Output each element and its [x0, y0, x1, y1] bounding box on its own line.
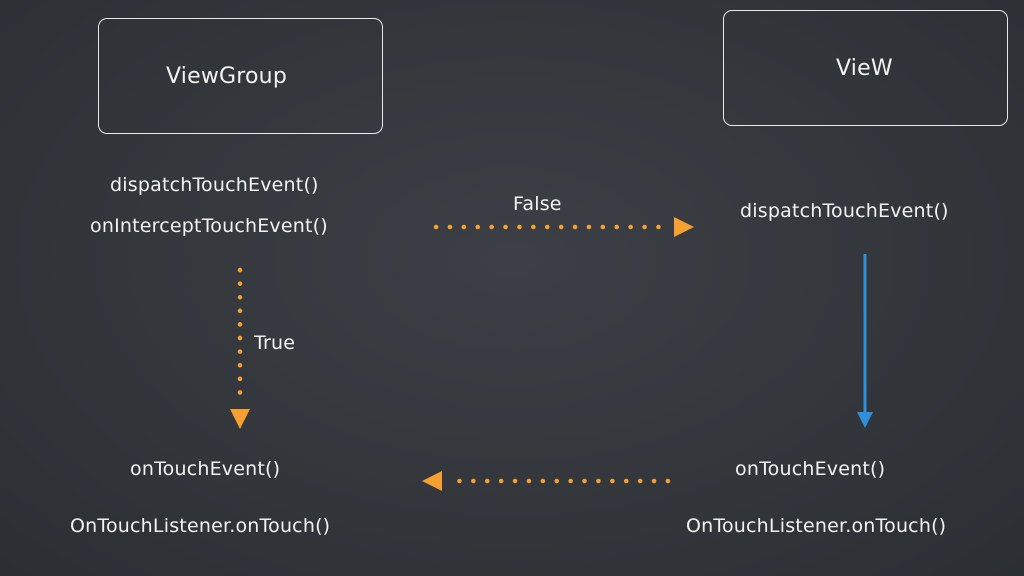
true-edge-label: True: [254, 332, 296, 354]
false-dotted-arrow: [433, 217, 694, 237]
view-title: VieW: [836, 56, 893, 81]
view-solid-arrow: [857, 254, 873, 428]
view-dispatch-touch-event: dispatchTouchEvent(): [740, 200, 949, 222]
view-on-touch-listener: OnTouchListener.onTouch(): [686, 515, 947, 537]
viewgroup-on-intercept-touch-event: onInterceptTouchEvent(): [90, 215, 328, 237]
viewgroup-on-touch-listener: OnTouchListener.onTouch(): [70, 515, 331, 537]
view-on-touch-event: onTouchEvent(): [735, 458, 886, 480]
viewgroup-on-touch-event: onTouchEvent(): [130, 458, 281, 480]
viewgroup-dispatch-touch-event: dispatchTouchEvent(): [110, 174, 319, 196]
return-dotted-arrow: [422, 471, 671, 491]
viewgroup-box: [98, 18, 383, 134]
true-dotted-arrow: [230, 267, 250, 429]
view-box: [723, 10, 1008, 126]
false-edge-label: False: [513, 193, 562, 215]
viewgroup-title: ViewGroup: [166, 64, 287, 89]
